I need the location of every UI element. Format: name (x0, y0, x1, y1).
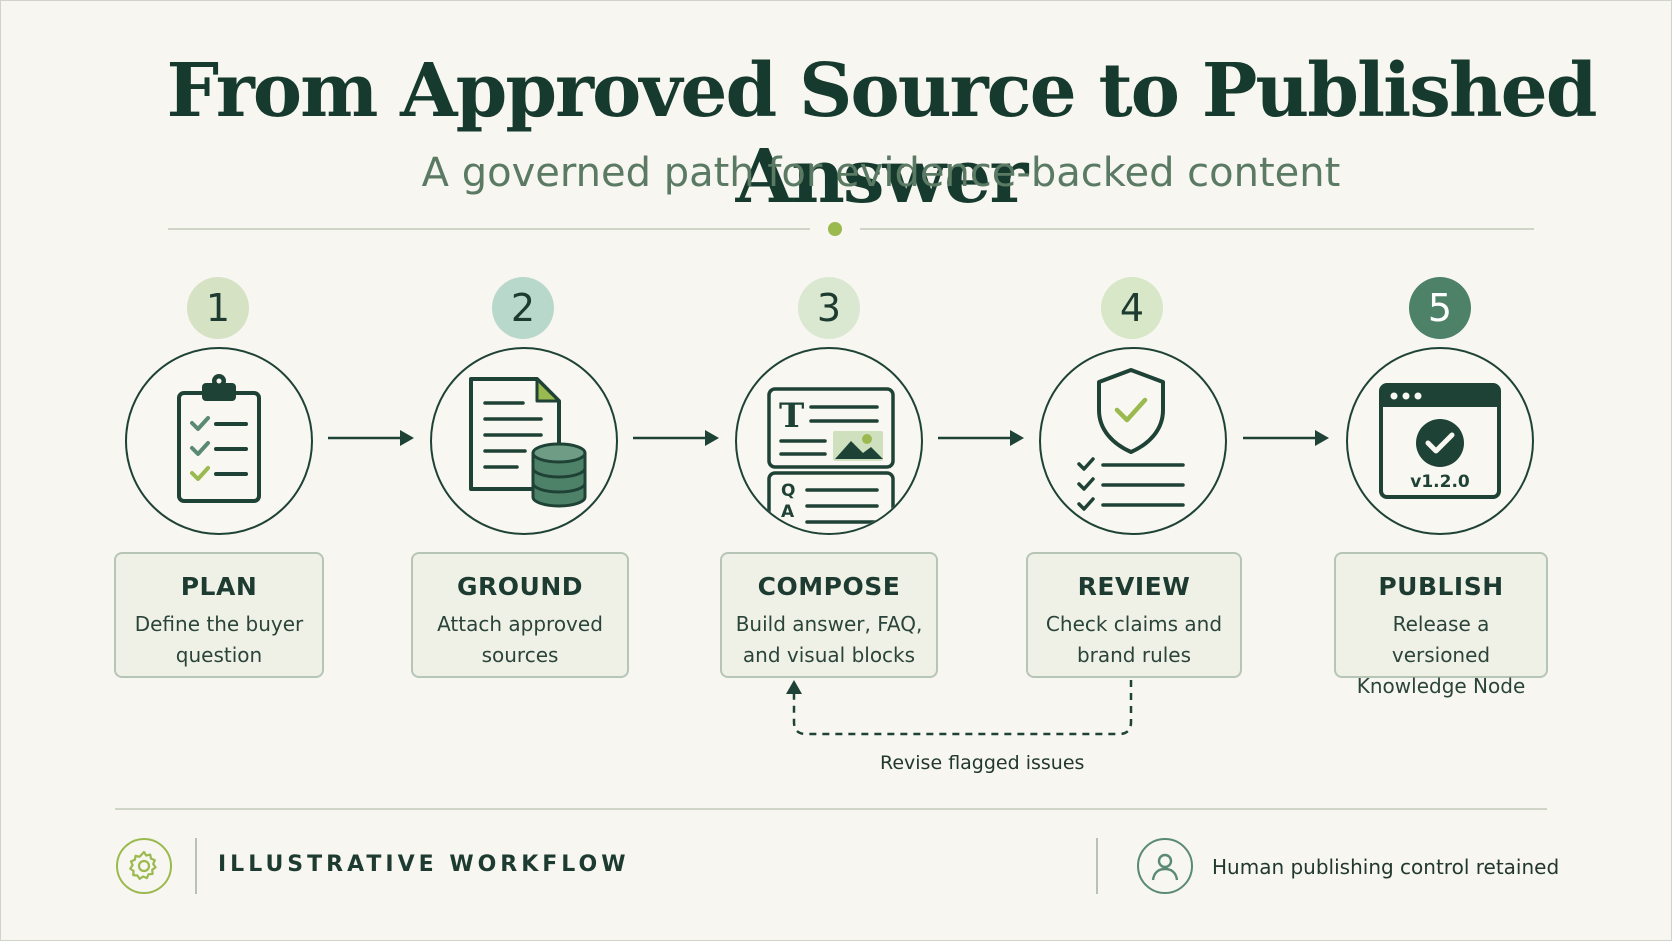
step-card-plan: PLAN Define the buyer question (114, 552, 324, 678)
step-card-compose: COMPOSE Build answer, FAQ, and visual bl… (720, 552, 938, 678)
compose-title-letter: T (779, 396, 804, 436)
shield-checklist-icon (1077, 368, 1185, 511)
header-divider-left (168, 228, 810, 230)
step-name: PLAN (180, 572, 258, 601)
step-circle-compose: T Q A (735, 347, 923, 535)
flow-arrow-4-5 (1243, 430, 1329, 446)
step-name: GROUND (457, 572, 583, 601)
revision-loop-arrow (786, 680, 1133, 736)
content-blocks-icon: T Q A (767, 387, 895, 533)
clipboard-checklist-icon (177, 374, 261, 503)
flow-arrow-3-4 (938, 430, 1024, 446)
gear-icon (116, 838, 172, 894)
header-divider-dot (828, 222, 842, 236)
footer-separator-left (195, 838, 197, 894)
flow-arrow-1-2 (328, 430, 414, 446)
step-name: COMPOSE (757, 572, 901, 601)
footer-right-label: Human publishing control retained (1212, 855, 1560, 879)
footer-divider (115, 808, 1547, 810)
step-circle-plan (125, 347, 313, 535)
step-card-review: REVIEW Check claims and brand rules (1026, 552, 1242, 678)
step-name: REVIEW (1077, 572, 1191, 601)
compose-qa-a: A (781, 502, 795, 522)
page-title: From Approved Source to Published Answer (166, 48, 1598, 220)
revision-loop-label: Revise flagged issues (880, 752, 1085, 774)
step-description: Check claims and brand rules (1045, 612, 1223, 667)
step-circle-publish: v1.2.0 (1346, 347, 1534, 535)
compose-qa-q: Q (781, 481, 795, 501)
step-name: PUBLISH (1378, 572, 1504, 601)
person-icon (1137, 838, 1193, 894)
footer-left-label: ILLUSTRATIVE WORKFLOW (218, 852, 630, 877)
step-number-badge-3: 3 (798, 277, 860, 339)
step-description: Define the buyer question (134, 612, 304, 667)
step-number-badge-1: 1 (187, 277, 249, 339)
step-number-badge-5: 5 (1409, 277, 1471, 339)
step-description: Attach approved sources (437, 612, 603, 667)
step-card-ground: GROUND Attach approved sources (411, 552, 629, 678)
step-card-publish: PUBLISH Release a versioned Knowledge No… (1334, 552, 1548, 698)
step-number-badge-4: 4 (1101, 277, 1163, 339)
step-number-badge-2: 2 (492, 277, 554, 339)
document-database-icon (469, 377, 587, 508)
footer-separator-right (1096, 838, 1098, 894)
version-label: v1.2.0 (1410, 472, 1470, 492)
step-circle-review (1039, 347, 1227, 535)
step-description: Release a versioned Knowledge Node (1356, 612, 1526, 698)
flow-arrow-2-3 (633, 430, 719, 446)
browser-version-icon: v1.2.0 (1379, 383, 1501, 499)
page-subtitle: A governed path for evidence-backed cont… (421, 150, 1341, 196)
header-divider-right (860, 228, 1534, 230)
step-circle-ground (430, 347, 618, 535)
step-description: Build answer, FAQ, and visual blocks (735, 612, 923, 667)
